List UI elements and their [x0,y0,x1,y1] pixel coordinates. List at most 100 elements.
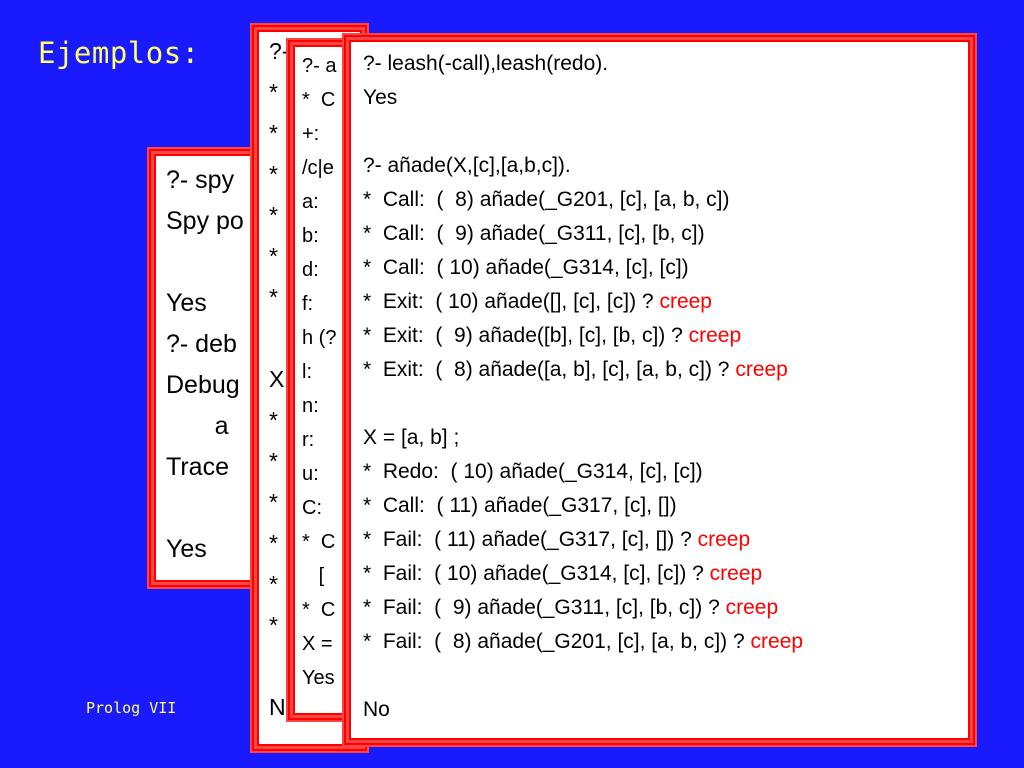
code-line: * Exit: ( 9) añade([b], [c], [b, c]) ? c… [363,324,741,348]
code-line: X [269,366,284,393]
code-line: u: [302,463,319,486]
code-text: * [269,79,278,105]
code-text: h (? [302,327,337,349]
code-line: ?- a [302,55,336,78]
creep-keyword: creep [750,630,804,653]
code-line: a: [302,191,319,214]
code-text: * Exit: ( 8) añade([a, b], [c], [a, b, c… [363,358,736,381]
code-line: * Fail: ( 9) añade(_G311, [c], [b, c]) ?… [363,596,778,620]
code-line: [ [302,565,325,588]
code-line: * Exit: ( 8) añade([a, b], [c], [a, b, c… [363,358,788,382]
code-text: * Fail: ( 10) añade(_G314, [c], [c]) ? [363,562,710,585]
code-text: * [269,571,278,597]
code-text: ?- spy [166,166,235,194]
code-line: * [269,489,278,516]
code-line: l: [302,361,312,384]
code-text: * Call: ( 9) añade(_G311, [c], [b, c]) [363,222,705,245]
code-text: ?- [269,38,290,64]
code-text: * Redo: ( 10) añade(_G314, [c], [c]) [363,460,703,483]
footer-label: Prolog VII [86,699,177,717]
code-line: Yes [166,535,207,564]
code-line: * [269,79,278,106]
code-line: * [269,571,278,598]
code-line: Spy po [166,207,244,236]
code-text: * [269,407,278,433]
creep-keyword: creep [725,596,779,619]
code-text: * [269,161,278,187]
creep-keyword: creep [709,562,763,585]
code-line: * [269,202,278,229]
code-line: Yes [363,86,397,110]
code-text: * [269,612,278,638]
code-line: * [269,448,278,475]
code-line: Yes [302,667,335,690]
code-text: * [269,120,278,146]
code-line: ?- [269,38,289,65]
code-text: * Call: ( 8) añade(_G201, [c], [a, b, c]… [363,188,730,211]
code-line: * C [302,531,335,554]
code-text: n: [302,395,319,417]
code-line: * Fail: ( 10) añade(_G314, [c], [c]) ? c… [363,562,762,586]
creep-keyword: creep [659,290,712,313]
code-text: l: [302,361,312,383]
code-text: X = [302,633,333,655]
code-text: b: [302,225,319,247]
code-line: * Exit: ( 10) añade([], [c], [c]) ? cree… [363,290,712,314]
code-line: ?- spy [166,166,234,195]
code-line: Trace [166,453,229,482]
code-text: [ [302,565,325,587]
code-line: * Call: ( 11) añade(_G317, [c], []) [363,494,677,518]
code-line: X = [302,633,333,656]
code-text: * C [302,531,336,553]
code-line: * [269,284,278,311]
creep-keyword: creep [735,358,788,381]
code-text: d: [302,259,319,281]
code-text: * Exit: ( 10) añade([], [c], [c]) ? [363,290,660,313]
code-text: * [269,284,278,310]
code-text: * Fail: ( 11) añade(_G317, [c], []) ? [363,528,698,551]
code-line: /c|e [302,157,334,180]
code-line: * Call: ( 10) añade(_G314, [c], [c]) [363,256,689,280]
code-line: h (? [302,327,336,350]
code-text: Debug [166,371,240,399]
code-text: * Call: ( 10) añade(_G314, [c], [c]) [363,256,689,279]
creep-keyword: creep [697,528,751,551]
code-text: ?- leash(-call),leash(redo). [363,52,609,75]
code-line: ?- leash(-call),leash(redo). [363,52,608,76]
code-text: * Fail: ( 8) añade(_G201, [c], [a, b, c]… [363,630,751,653]
code-line: * Redo: ( 10) añade(_G314, [c], [c]) [363,460,703,484]
code-line: +: [302,123,319,146]
code-line: * [269,120,278,147]
code-line: f: [302,293,313,316]
code-line: Yes [166,289,207,318]
code-text: Trace [166,453,229,481]
code-text: * [269,530,278,556]
code-text: * Fail: ( 9) añade(_G311, [c], [b, c]) ? [363,596,726,619]
code-line: * C [302,599,335,622]
code-text: Yes [302,667,335,689]
code-line: X = [a, b] ; [363,426,459,450]
code-line: * [269,161,278,188]
code-line: * [269,407,278,434]
code-text: ?- añade(X,[c],[a,b,c]). [363,154,571,177]
code-text: X [269,366,285,392]
code-line: d: [302,259,319,282]
code-line: a [166,412,229,441]
code-text: * Call: ( 11) añade(_G317, [c], []) [363,494,677,517]
code-text: ?- deb [166,330,237,358]
code-line: Debug [166,371,240,400]
code-text: * C [302,599,336,621]
code-text: f: [302,293,314,315]
code-text: a [166,412,229,440]
code-line: ?- deb [166,330,237,359]
code-text: Yes [166,289,207,317]
code-line: * Call: ( 8) añade(_G201, [c], [a, b, c]… [363,188,730,212]
main-trace-panel: ?- leash(-call),leash(redo). Yes ?- añade(… [344,35,975,745]
creep-keyword: creep [688,324,742,347]
code-line: * [269,530,278,557]
code-line: * [269,612,278,639]
code-line: No [363,698,390,722]
code-text: * [269,202,278,228]
code-text: r: [302,429,315,451]
code-text: * [269,243,278,269]
